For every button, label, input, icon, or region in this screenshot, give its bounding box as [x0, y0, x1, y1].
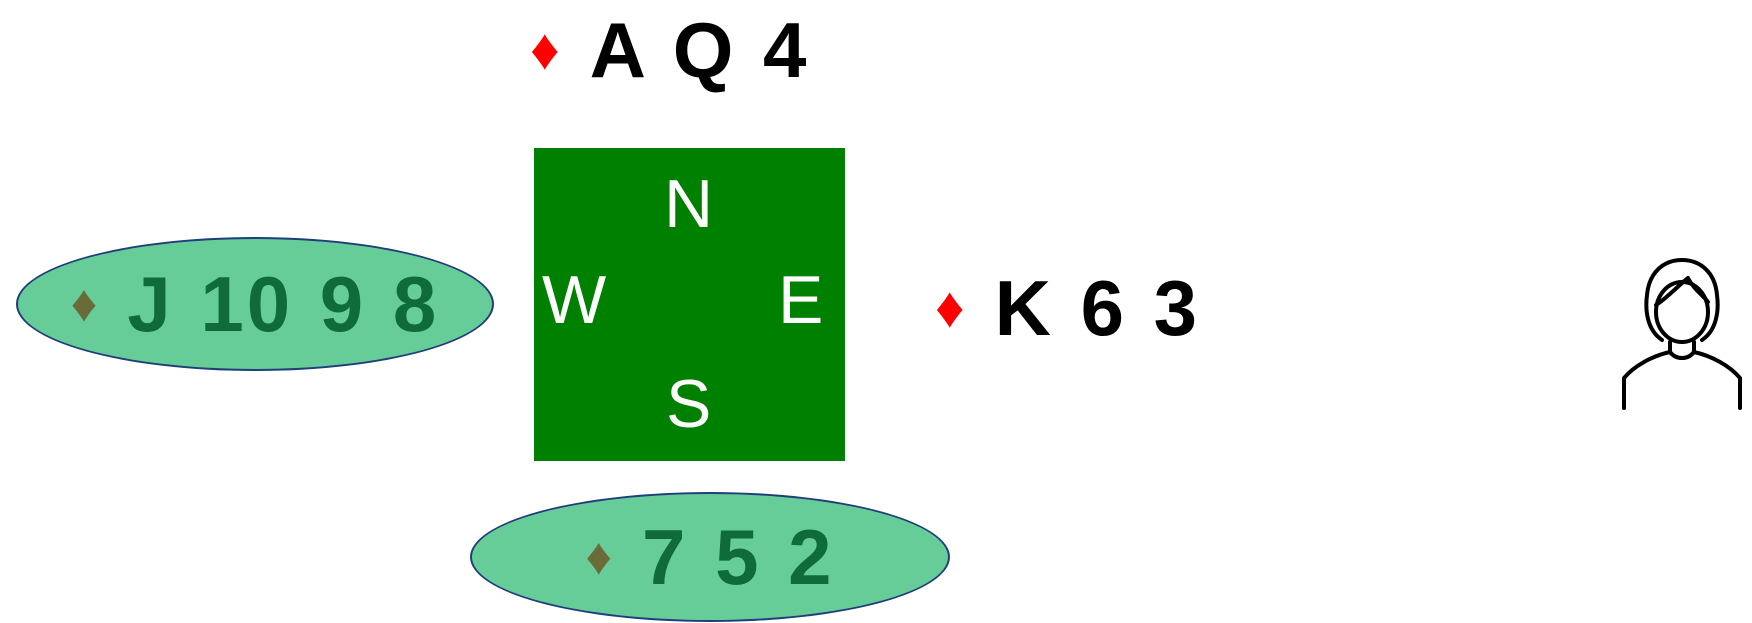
- south-cards: 7 5 2: [642, 513, 835, 601]
- person-icon: [1622, 258, 1742, 410]
- north-hand: ♦ A Q 4: [530, 10, 809, 90]
- south-hand-highlight: ♦ 7 5 2: [470, 492, 950, 622]
- compass-north: N: [664, 166, 714, 242]
- compass-south: S: [666, 366, 712, 442]
- diamond-icon: ♦: [935, 275, 965, 340]
- diamond-icon: ♦: [70, 275, 98, 333]
- east-cards: K 6 3: [994, 264, 1201, 352]
- diamond-icon: ♦: [530, 17, 560, 82]
- north-cards: A Q 4: [589, 6, 810, 94]
- east-hand: ♦ K 6 3: [935, 268, 1200, 348]
- compass-east: E: [778, 262, 824, 338]
- west-hand-highlight: ♦ J 10 9 8: [16, 237, 494, 371]
- compass-west: W: [542, 262, 607, 338]
- bridge-table: N W E S: [534, 148, 845, 461]
- west-cards: J 10 9 8: [127, 260, 440, 348]
- diamond-icon: ♦: [585, 528, 613, 586]
